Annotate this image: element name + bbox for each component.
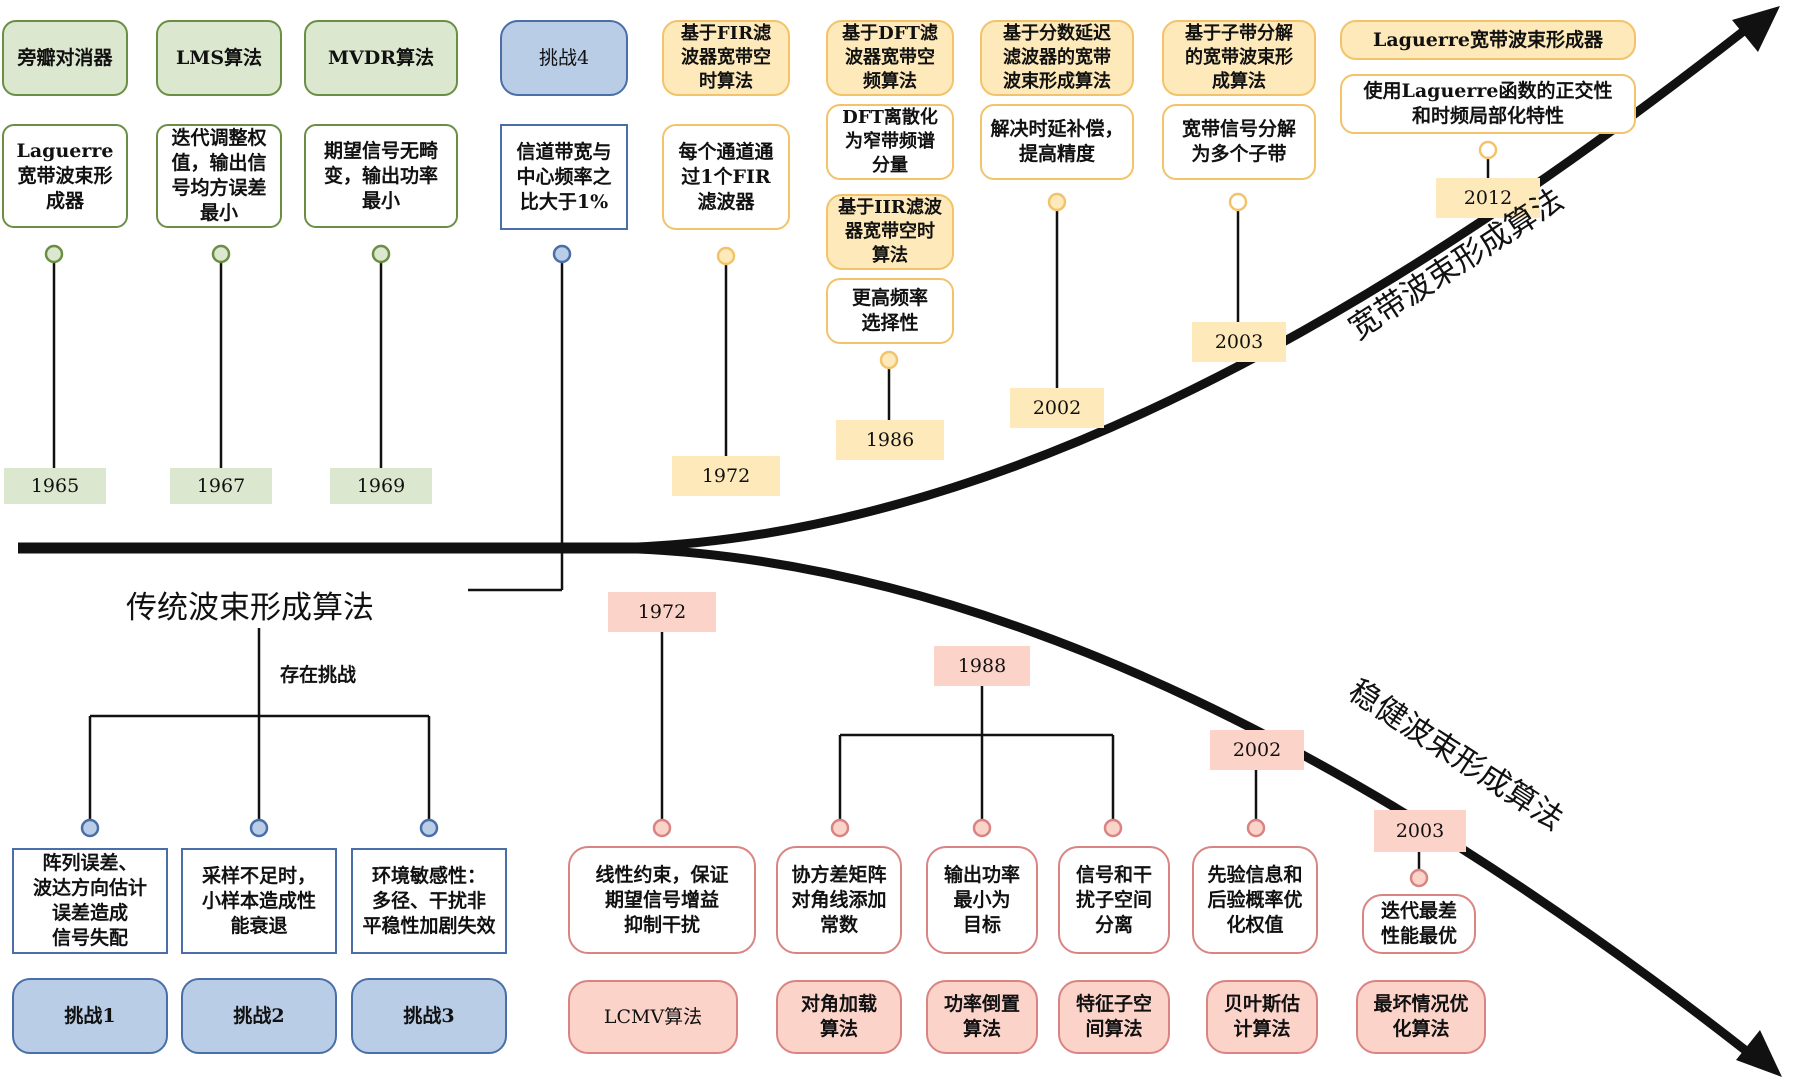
milestone-desc: 更高频率 选择性: [826, 278, 954, 344]
milestone-title: 基于分数延迟 滤波器的宽带 波束形成算法: [980, 20, 1134, 96]
wideband-arrowhead: [1732, 6, 1780, 52]
milestone-desc: Laguerre 宽带波束形 成器: [2, 124, 128, 228]
milestone-title: 对角加载 算法: [776, 980, 902, 1054]
robust-arrowhead: [1736, 1030, 1782, 1077]
milestone-title: MVDR算法: [304, 20, 458, 96]
challenge-desc: 阵列误差、 波达方向估计 误差造成 信号失配: [12, 848, 168, 954]
challenge-title: 挑战3: [351, 978, 507, 1054]
milestone-title: 旁瓣对消器: [2, 20, 128, 96]
year-label: 2002: [1210, 730, 1304, 770]
milestone-desc: DFT离散化 为窄带频谱 分量: [826, 104, 954, 180]
year-label: 2012: [1436, 178, 1540, 218]
milestone-desc: 每个通道通 过1个FIR 滤波器: [662, 124, 790, 230]
milestone-title: LCMV算法: [568, 980, 738, 1054]
milestone-desc: 协方差矩阵 对角线添加 常数: [776, 846, 902, 954]
milestone-title: Laguerre宽带波束形成器: [1340, 20, 1636, 60]
year-label: 1988: [934, 646, 1030, 686]
wideband-curve: [599, 26, 1748, 553]
milestone-title: 基于子带分解 的宽带波束形 成算法: [1162, 20, 1316, 96]
year-label: 1969: [330, 468, 432, 504]
milestone-desc: 信号和干 扰子空间 分离: [1058, 846, 1170, 954]
milestone-title: 贝叶斯估 计算法: [1206, 980, 1318, 1054]
milestone-title: 基于IIR滤波 器宽带空时 算法: [826, 194, 954, 270]
milestone-title: 基于FIR滤 波器宽带空 时算法: [662, 20, 790, 96]
challenge-title: 挑战2: [181, 978, 337, 1054]
milestone-desc: 使用Laguerre函数的正交性 和时频局部化特性: [1340, 74, 1636, 134]
year-label: 1986: [836, 420, 944, 460]
milestone-desc: 迭代最差 性能最优: [1362, 894, 1476, 954]
milestone-title: LMS算法: [156, 20, 282, 96]
year-label: 2002: [1010, 388, 1104, 428]
traditional-label: 传统波束形成算法: [126, 590, 374, 626]
milestone-desc: 解决时延补偿， 提高精度: [980, 104, 1134, 180]
challenge-branch-label: 存在挑战: [280, 664, 357, 686]
milestone-desc: 线性约束，保证 期望信号增益 抑制干扰: [568, 846, 756, 954]
milestone-title: 功率倒置 算法: [926, 980, 1038, 1054]
challenge-desc: 环境敏感性： 多径、干扰非 平稳性加剧失效: [351, 848, 507, 954]
milestone-title: 基于DFT滤 波器宽带空 频算法: [826, 20, 954, 96]
milestone-title: 最坏情况优 化算法: [1356, 980, 1486, 1054]
milestone-desc: 期望信号无畸 变，输出功率 最小: [304, 124, 458, 228]
milestone-desc: 先验信息和 后验概率优 化权值: [1192, 846, 1318, 954]
milestone-title: 特征子空 间算法: [1058, 980, 1170, 1054]
challenge-title: 挑战1: [12, 978, 168, 1054]
year-label: 1965: [4, 468, 106, 504]
milestone-desc: 宽带信号分解 为多个子带: [1162, 104, 1316, 180]
milestone-desc: 输出功率 最小为 目标: [926, 846, 1038, 954]
challenge-desc: 信道带宽与 中心频率之 比大于1%: [500, 124, 628, 230]
year-label: 1967: [170, 468, 272, 504]
year-label: 2003: [1192, 322, 1286, 362]
year-label: 2003: [1374, 810, 1466, 852]
robust-curve: [599, 543, 1748, 1054]
challenge-title: 挑战4: [500, 20, 628, 96]
milestone-desc: 迭代调整权 值，输出信 号均方误差 最小: [156, 124, 282, 228]
challenge-desc: 采样不足时， 小样本造成性 能衰退: [181, 848, 337, 954]
year-label: 1972: [672, 456, 780, 496]
year-label: 1972: [608, 592, 716, 632]
